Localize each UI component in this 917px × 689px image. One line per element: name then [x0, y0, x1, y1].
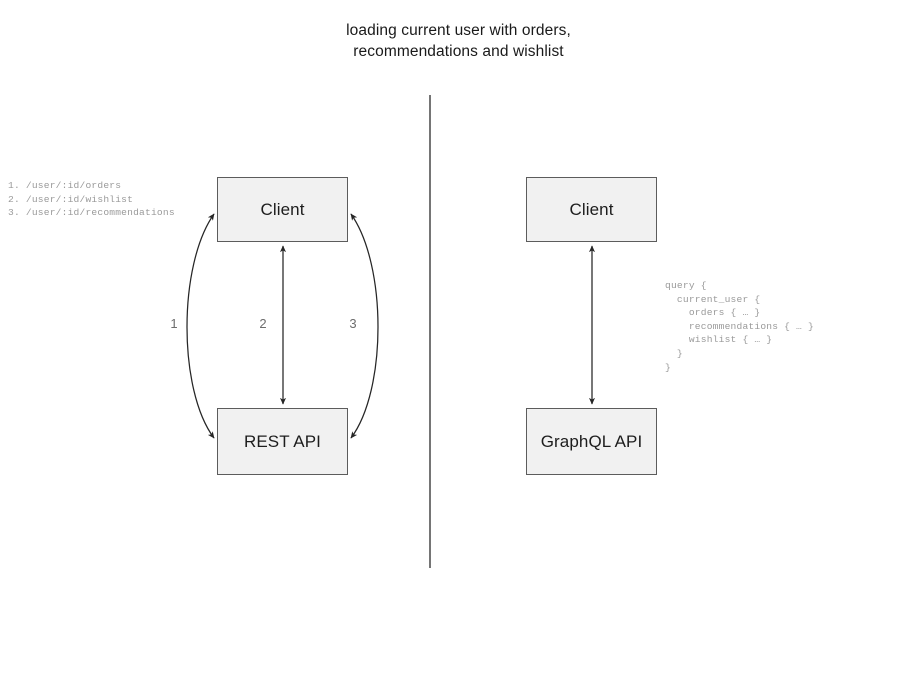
- graphql-query-snippet: query { current_user { orders { … } reco…: [665, 280, 814, 373]
- node-rest-api[interactable]: REST API: [217, 408, 348, 475]
- rest-endpoint-list: 1. /user/:id/orders 2. /user/:id/wishlis…: [8, 180, 175, 219]
- edge-label-3: 3: [349, 316, 357, 331]
- page-title: loading current user with orders, recomm…: [346, 22, 571, 60]
- edge-label-1: 1: [170, 316, 178, 331]
- node-graphql-api[interactable]: GraphQL API: [526, 408, 657, 475]
- node-rest-client[interactable]: Client: [217, 177, 348, 242]
- rest-edge-1: [186, 213, 215, 439]
- edge-label-2: 2: [259, 316, 267, 331]
- comparison-divider: [429, 95, 431, 568]
- node-graphql-client[interactable]: Client: [526, 177, 657, 242]
